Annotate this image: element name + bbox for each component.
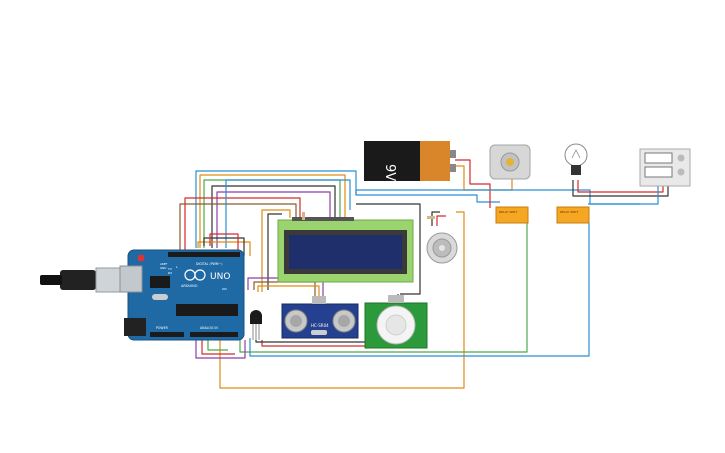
reset-button[interactable] (137, 254, 145, 262)
bulb-base (571, 165, 581, 175)
outlet-knob (677, 154, 685, 162)
wires (179, 159, 669, 389)
power-jack (124, 318, 146, 336)
light-bulb[interactable] (564, 143, 588, 175)
ultrasonic-sensor[interactable]: HC-SR04 (281, 296, 359, 339)
relay-1-body (495, 206, 529, 224)
sonar-eye-right-inner (338, 315, 350, 327)
outlet-knob (677, 168, 685, 176)
relay-2-body (556, 206, 590, 224)
relay-2[interactable]: RELAY SPDT (556, 206, 590, 224)
wire-black-gas[interactable] (431, 211, 440, 226)
wire-red-gas[interactable] (436, 215, 446, 226)
arduino-uno[interactable]: UNO ARDUINO DIGITAL (PWM~) TX RX L ON PO… (119, 249, 245, 341)
label-aref: AREF (160, 262, 168, 266)
outlet-socket (644, 166, 673, 178)
arduino-brand-sub: ARDUINO (181, 284, 198, 288)
battery-dark (364, 141, 424, 181)
usb-port (119, 265, 143, 293)
wire-orange-bottom[interactable] (219, 211, 465, 389)
label-tx: TX (167, 267, 172, 271)
arduino-board (127, 249, 245, 341)
usb-cable-tip (40, 275, 62, 285)
arduino-logo-right (194, 269, 206, 281)
pir-sensor[interactable] (364, 295, 428, 349)
wire-red-a[interactable] (209, 233, 239, 256)
power-header (150, 332, 184, 337)
label-analog: ANALOG IN (200, 326, 218, 330)
crystal (152, 294, 168, 300)
label-on: ON (222, 287, 227, 291)
wire-green-bottom[interactable] (207, 340, 228, 351)
digital-header (168, 252, 240, 257)
gas-sensor[interactable] (426, 232, 458, 264)
gas-sensor-center (439, 245, 445, 251)
relay-2-label: RELAY SPDT (560, 210, 578, 214)
wire-orange-lcd-left[interactable] (261, 209, 291, 292)
bulb-glass (564, 143, 588, 167)
battery-copper (420, 141, 450, 181)
power-outlet[interactable] (639, 148, 691, 187)
wire-red-battery[interactable] (455, 159, 491, 208)
resistor[interactable] (302, 212, 305, 220)
battery-terminal (450, 164, 456, 172)
wire-brown-top[interactable] (179, 203, 297, 250)
lcd-screen (289, 235, 402, 269)
wire-blue-relay2[interactable] (249, 222, 590, 357)
label-rx: RX (168, 271, 172, 275)
sonar-crystal (311, 330, 327, 335)
usb-cable-body (60, 270, 96, 290)
wire-green-relay1[interactable] (239, 222, 528, 353)
bulb-filament (571, 149, 581, 159)
battery-9v[interactable]: 9V (364, 141, 456, 181)
usb-cable[interactable] (40, 267, 131, 293)
wire-blue-plug[interactable] (588, 186, 659, 205)
wire-orange-sonar[interactable] (257, 285, 320, 298)
sonar-pins (312, 296, 326, 304)
motor-shaft (506, 158, 514, 166)
atmega-chip (176, 304, 238, 316)
label-digital: DIGITAL (PWM~) (196, 262, 222, 266)
battery-terminal (450, 150, 456, 158)
sonar-label: HC-SR04 (311, 323, 329, 328)
pir-pins (388, 295, 404, 303)
wire-red-bulb[interactable] (577, 180, 664, 193)
wire-blue-left[interactable] (225, 179, 351, 248)
battery-label: 9V (382, 164, 397, 181)
wire-black-lcd-right[interactable] (356, 203, 421, 295)
sonar-eye-left-inner (290, 315, 302, 327)
arduino-brand: UNO (210, 272, 230, 282)
wire-purple-top[interactable] (216, 191, 331, 248)
lcd-pins (292, 217, 354, 221)
wire-black-a[interactable] (203, 237, 245, 256)
wire-orange-top[interactable] (199, 174, 346, 248)
label-power: POWER (156, 326, 169, 330)
temp-sensor-body (250, 310, 262, 324)
label-gnd: GND (160, 266, 166, 270)
label-l: L (176, 265, 178, 269)
temperature-sensor[interactable] (250, 310, 262, 340)
wire-brown-sonar[interactable] (253, 281, 316, 298)
wire-black-bulb[interactable] (572, 180, 669, 197)
wire-red-top[interactable] (184, 197, 301, 250)
lcd-display[interactable] (277, 217, 414, 283)
dc-motor[interactable] (489, 144, 531, 180)
wire-red-bottom[interactable] (201, 340, 235, 355)
wire-orange-a[interactable] (197, 241, 251, 256)
analog-header (190, 332, 238, 337)
small-chip (150, 276, 170, 288)
relay-1-label: RELAY SPDT (499, 210, 517, 214)
wire-purple-bottom[interactable] (195, 340, 246, 359)
resistor[interactable] (427, 216, 435, 219)
relay-1[interactable]: RELAY SPDT (495, 206, 529, 224)
wire-black-top[interactable] (211, 185, 336, 248)
wire-black-lcd[interactable] (267, 213, 282, 290)
outlet-socket (644, 152, 673, 164)
pir-dome-inner (385, 314, 407, 336)
